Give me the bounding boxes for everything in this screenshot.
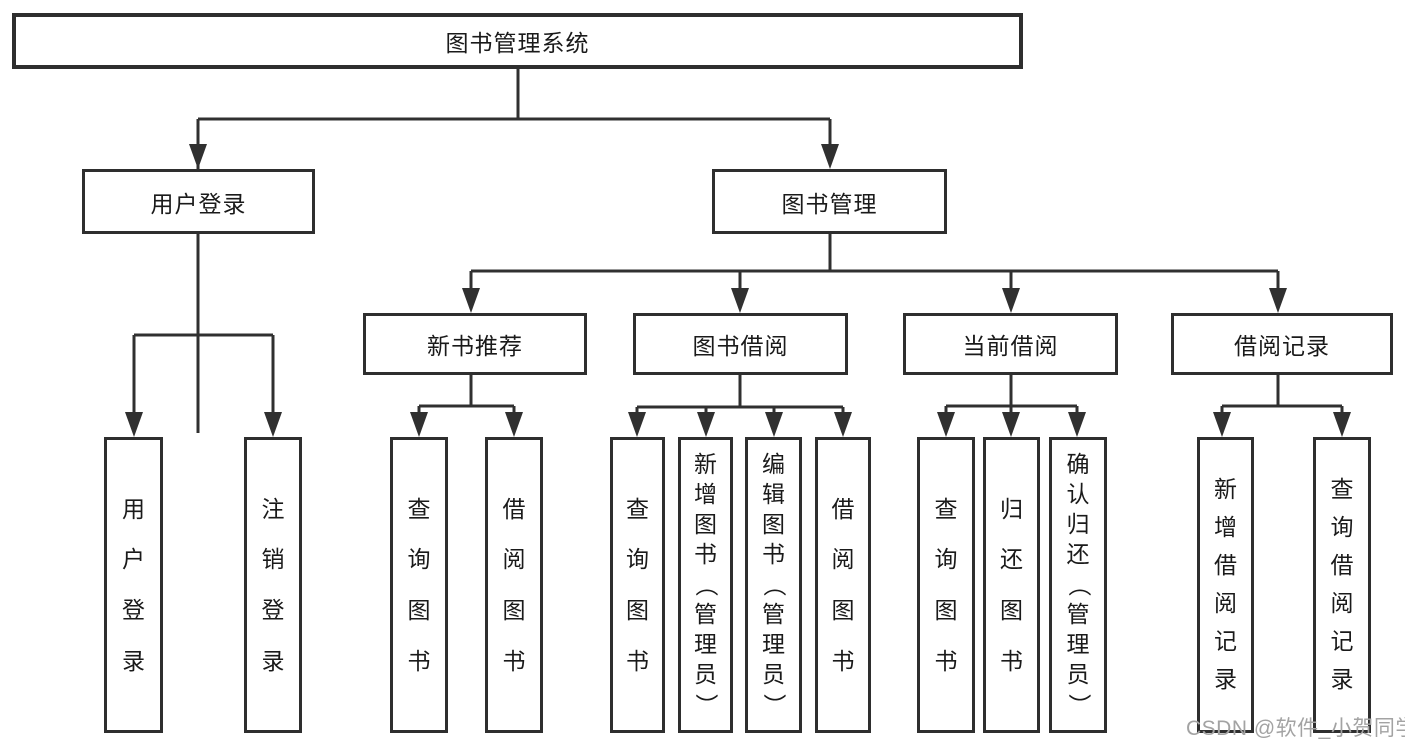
node-library-management-system: 图书管理系统 [12,13,1023,69]
arrowhead-icon [731,288,749,313]
node-current-borrow: 当前借阅 [903,313,1118,375]
arrowhead-icon [765,412,783,437]
leaf-query-borrow-record: 查询借阅记录 [1313,437,1371,733]
leaf-return-books: 归还图书 [983,437,1040,733]
node-new-book-recommend: 新书推荐 [363,313,587,375]
arrowhead-icon [1333,412,1351,437]
arrowhead-icon [505,412,523,437]
arrowhead-icon [1002,412,1020,437]
node-book-management: 图书管理 [712,169,947,234]
arrowhead-icon [1002,288,1020,313]
connector-root-to-level2 [196,68,832,433]
leaf-confirm-return-admin: 确认归还（管理员） [1049,437,1107,733]
connector-new-book-to-leaves [417,375,516,433]
arrowhead-icon [264,412,282,437]
node-book-borrow: 图书借阅 [633,313,848,375]
leaf-add-borrow-record: 新增借阅记录 [1197,437,1254,733]
leaf-borrow-books-1: 借阅图书 [485,437,543,733]
arrowhead-icon [1213,412,1231,437]
leaf-logout: 注销登录 [244,437,302,733]
arrowhead-icon [1068,412,1086,437]
arrowhead-icon [125,412,143,437]
arrowhead-icon [1269,288,1287,313]
arrowhead-icon [834,412,852,437]
connector-borrow-record-to-leaves [1220,375,1344,433]
node-borrow-record: 借阅记录 [1171,313,1393,375]
arrowhead-icon [937,412,955,437]
leaf-borrow-books-2: 借阅图书 [815,437,871,733]
csdn-watermark: CSDN @软件_小贺同学 [1186,717,1405,740]
arrowhead-icon [821,144,839,169]
leaf-edit-books-admin: 编辑图书（管理员） [745,437,802,733]
node-user-login: 用户登录 [82,169,315,234]
connector-current-borrow-to-leaves [944,375,1079,433]
leaf-query-books-3: 查询图书 [917,437,975,733]
connector-book-management-to-level3 [469,234,1280,309]
connector-book-borrow-to-leaves [635,375,845,433]
leaf-query-books-1: 查询图书 [390,437,448,733]
connector-user-login-to-leaves [132,234,275,433]
arrowhead-icon [410,412,428,437]
arrowhead-icon [189,144,207,169]
leaf-add-books-admin: 新增图书（管理员） [678,437,733,733]
arrowhead-icon [697,412,715,437]
leaf-user-login: 用户登录 [104,437,163,733]
leaf-query-books-2: 查询图书 [610,437,665,733]
arrowhead-icon [462,288,480,313]
arrowhead-icon [628,412,646,437]
